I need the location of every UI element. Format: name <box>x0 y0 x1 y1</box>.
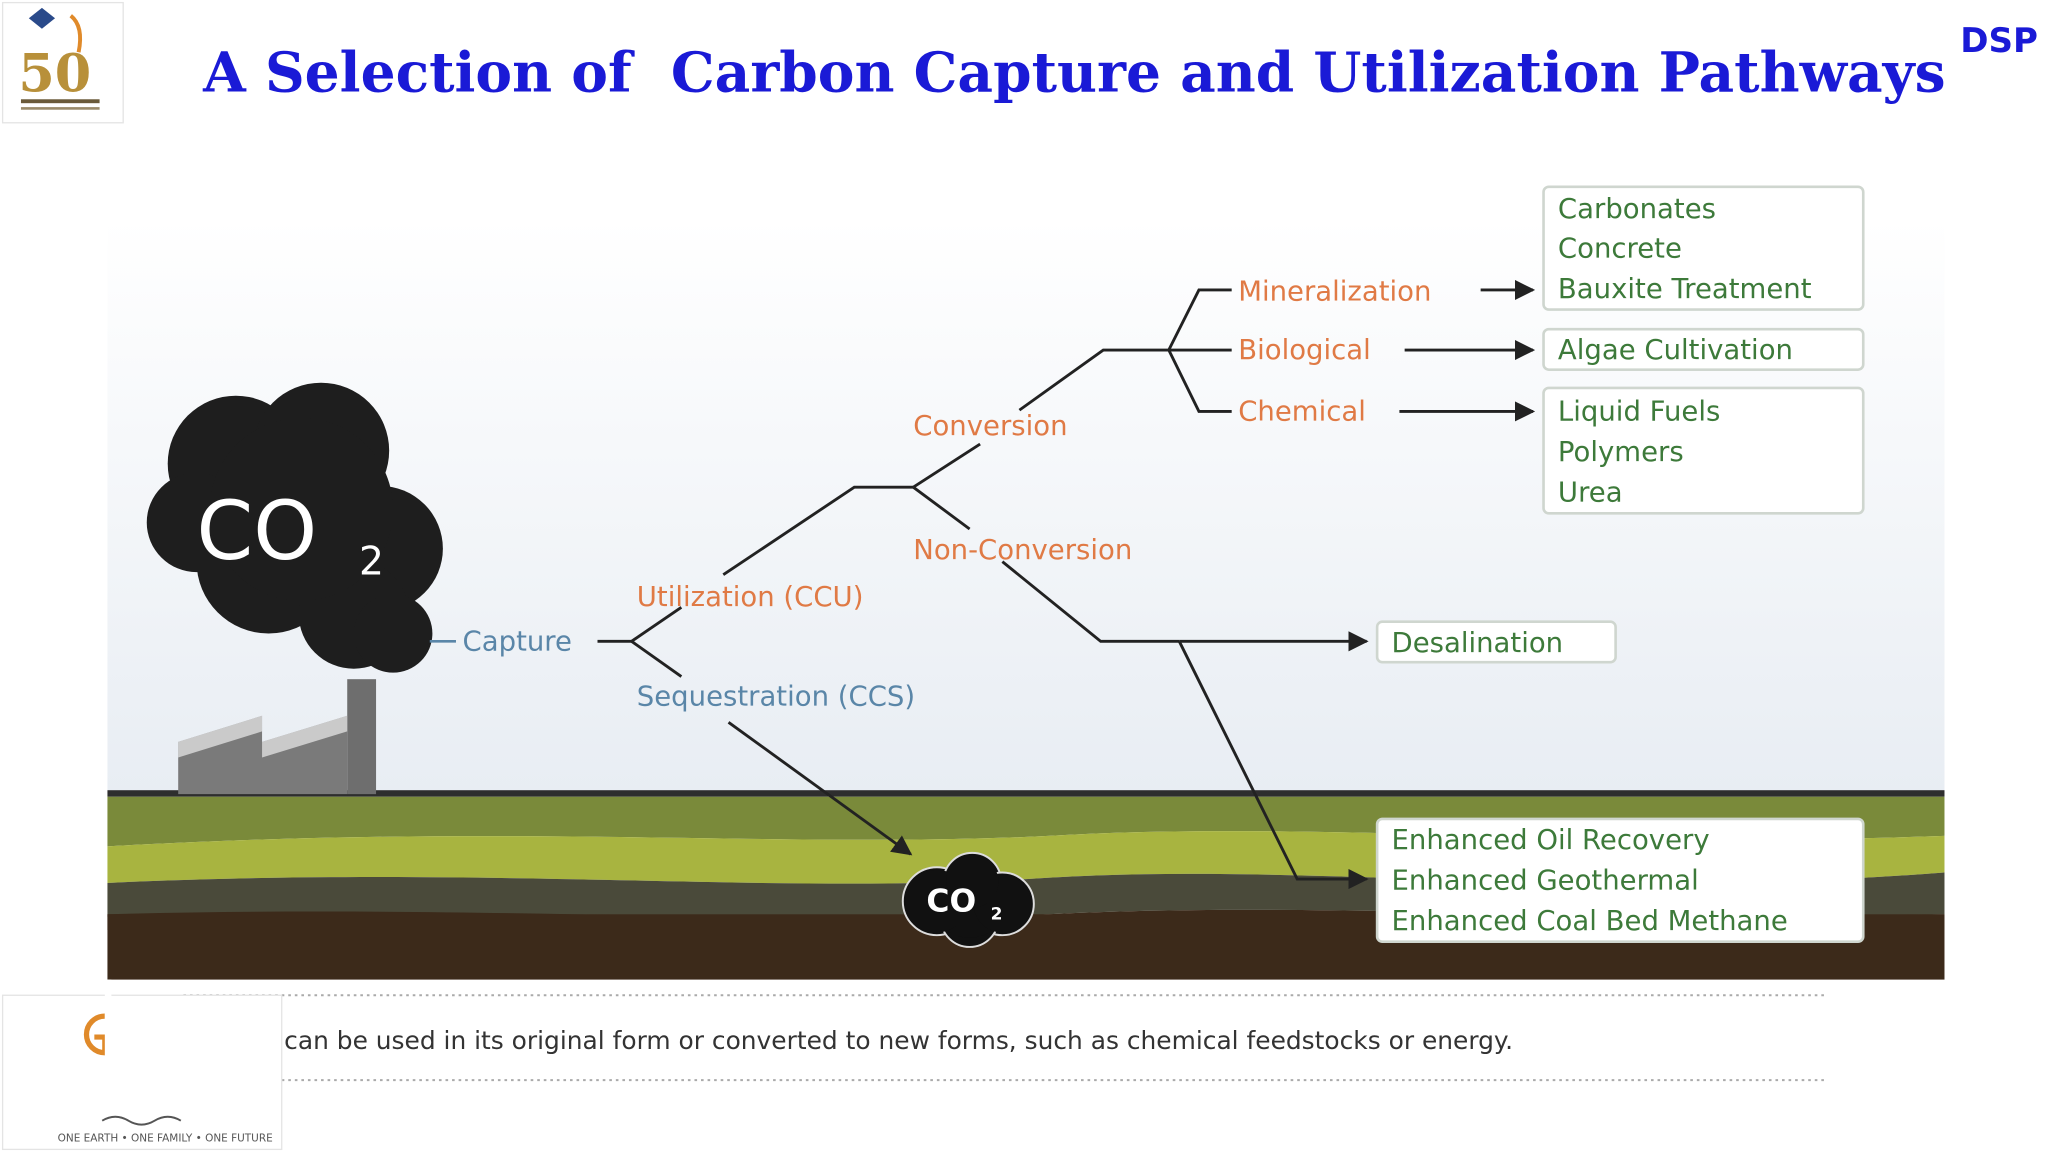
product-algae-cultivation: Algae Cultivation <box>1558 335 1793 366</box>
use-enhanced-geothermal: Enhanced Geothermal <box>1392 866 1699 897</box>
non-conversion-branch-line <box>1001 560 1180 643</box>
swoosh-icon <box>69 14 83 53</box>
caption-rest: can be used in its original form or conv… <box>276 1026 1513 1055</box>
ccus-diagram: CO 2 Capture Utilization (CCU) Sequestra… <box>107 185 1945 980</box>
biological-label: Biological <box>1238 335 1371 366</box>
ground-surface-line <box>107 790 1945 797</box>
mineralization-label: Mineralization <box>1238 276 1431 307</box>
g20-logo-icon <box>83 1013 108 1056</box>
chemical-label: Chemical <box>1238 397 1366 428</box>
use-enhanced-oil-recovery: Enhanced Oil Recovery <box>1392 825 1710 856</box>
to-non-conversion-line <box>912 486 971 531</box>
conversion-branch-line <box>1018 348 1169 412</box>
stored-co2-cloud: CO 2 <box>901 851 1035 948</box>
use-desalination: Desalination <box>1392 628 1564 659</box>
biological-products-box: Algae Cultivation <box>1542 327 1865 371</box>
product-concrete: Concrete <box>1558 233 1682 264</box>
g20-badge: ONE EARTH • ONE FAMILY • ONE FUTURE <box>1 979 283 1151</box>
mineralization-products-box: Carbonates Concrete Bauxite Treatment <box>1542 185 1865 311</box>
product-urea: Urea <box>1558 478 1623 509</box>
product-liquid-fuels: Liquid Fuels <box>1558 397 1720 428</box>
use-enhanced-coal-bed-methane: Enhanced Coal Bed Methane <box>1392 906 1788 937</box>
stored-co2-label: CO <box>926 884 976 920</box>
product-polymers: Polymers <box>1558 437 1684 468</box>
co2-emission-cloud: CO 2 <box>146 382 443 673</box>
non-conversion-label: Non-Conversion <box>913 535 1132 566</box>
utilization-branch-line <box>722 485 914 576</box>
product-bauxite-treatment: Bauxite Treatment <box>1558 274 1812 305</box>
to-chemical-line <box>1167 349 1232 413</box>
logo-badge: 50 <box>1 1 124 124</box>
product-carbonates: Carbonates <box>1558 194 1716 225</box>
to-mineralization-line <box>1167 288 1232 351</box>
title-part1: A Selection of <box>202 40 635 105</box>
hindi-script-motif <box>101 1115 182 1126</box>
logo-number: 50 <box>18 44 91 105</box>
enhanced-recovery-box: Enhanced Oil Recovery Enhanced Geotherma… <box>1375 817 1865 944</box>
caption-text: CO2 can be used in its original form or … <box>229 1026 1513 1059</box>
sequestration-arrow <box>727 721 913 856</box>
utilization-label: Utilization (CCU) <box>637 582 864 613</box>
conversion-label: Conversion <box>913 411 1067 442</box>
to-sequestration-line <box>630 640 683 678</box>
g20-tagline: ONE EARTH • ONE FAMILY • ONE FUTURE <box>58 1133 273 1145</box>
sequestration-label: Sequestration (CCS) <box>637 681 915 712</box>
co2-source-label: CO <box>197 485 318 579</box>
to-conversion-line <box>912 442 981 489</box>
factory-icon <box>178 679 377 795</box>
capture-label: Capture <box>463 626 572 657</box>
to-utilization-line <box>630 606 683 643</box>
chemical-products-box: Liquid Fuels Polymers Urea <box>1542 386 1865 515</box>
title-part2: Carbon Capture and Utilization Pathways <box>671 40 1946 105</box>
co2-source-subscript: 2 <box>359 540 384 585</box>
desalination-box: Desalination <box>1375 620 1617 664</box>
underground-uses-arrow <box>1177 640 1369 890</box>
corner-label: DSP <box>1960 21 2038 61</box>
stored-co2-subscript: 2 <box>991 905 1003 925</box>
